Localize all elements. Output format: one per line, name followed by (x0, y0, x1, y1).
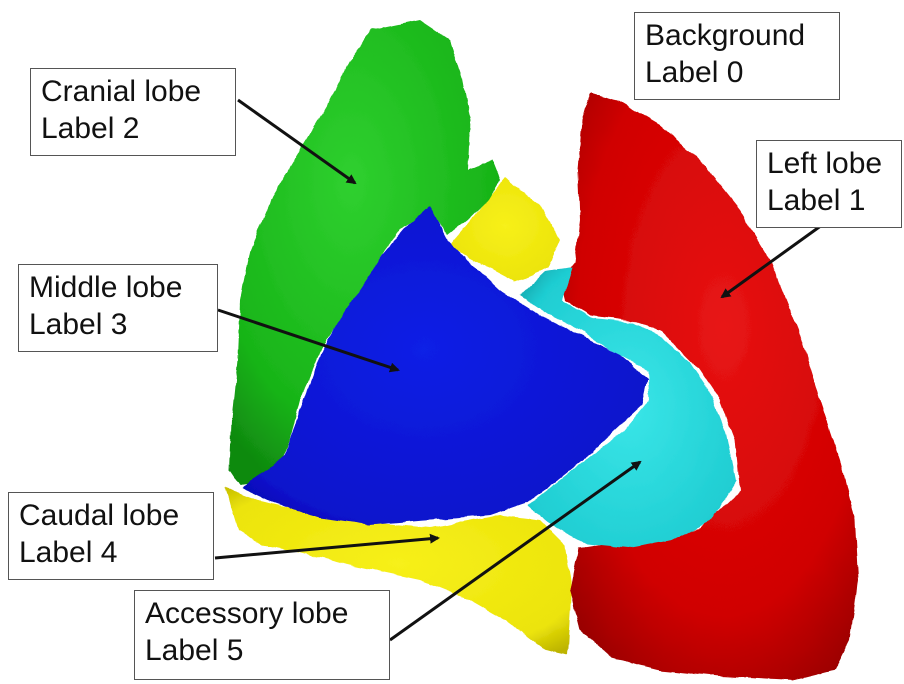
cranial-lobe-name: Cranial lobe (41, 73, 225, 110)
cranial-lobe-label-box: Cranial lobe Label 2 (30, 68, 236, 156)
accessory-lobe-label-number: Label 5 (145, 632, 379, 669)
caudal-lobe-label-number: Label 4 (19, 534, 203, 571)
left-lobe-name: Left lobe (767, 145, 891, 182)
middle-lobe-label-number: Label 3 (29, 306, 207, 343)
caudal-lobe-label-box: Caudal lobe Label 4 (8, 492, 214, 580)
accessory-lobe-label-box: Accessory lobe Label 5 (134, 590, 390, 680)
accessory-lobe-name: Accessory lobe (145, 595, 379, 632)
middle-lobe-label-box: Middle lobe Label 3 (18, 264, 218, 352)
cranial-lobe-label-number: Label 2 (41, 110, 225, 147)
background-label-number: Label 0 (645, 54, 829, 91)
background-name: Background (645, 17, 829, 54)
middle-lobe-name: Middle lobe (29, 269, 207, 306)
caudal-lobe-name: Caudal lobe (19, 497, 203, 534)
left-lobe-label-box: Left lobe Label 1 (756, 140, 902, 228)
left-lobe-label-number: Label 1 (767, 182, 891, 219)
background-label-box: Background Label 0 (634, 12, 840, 100)
